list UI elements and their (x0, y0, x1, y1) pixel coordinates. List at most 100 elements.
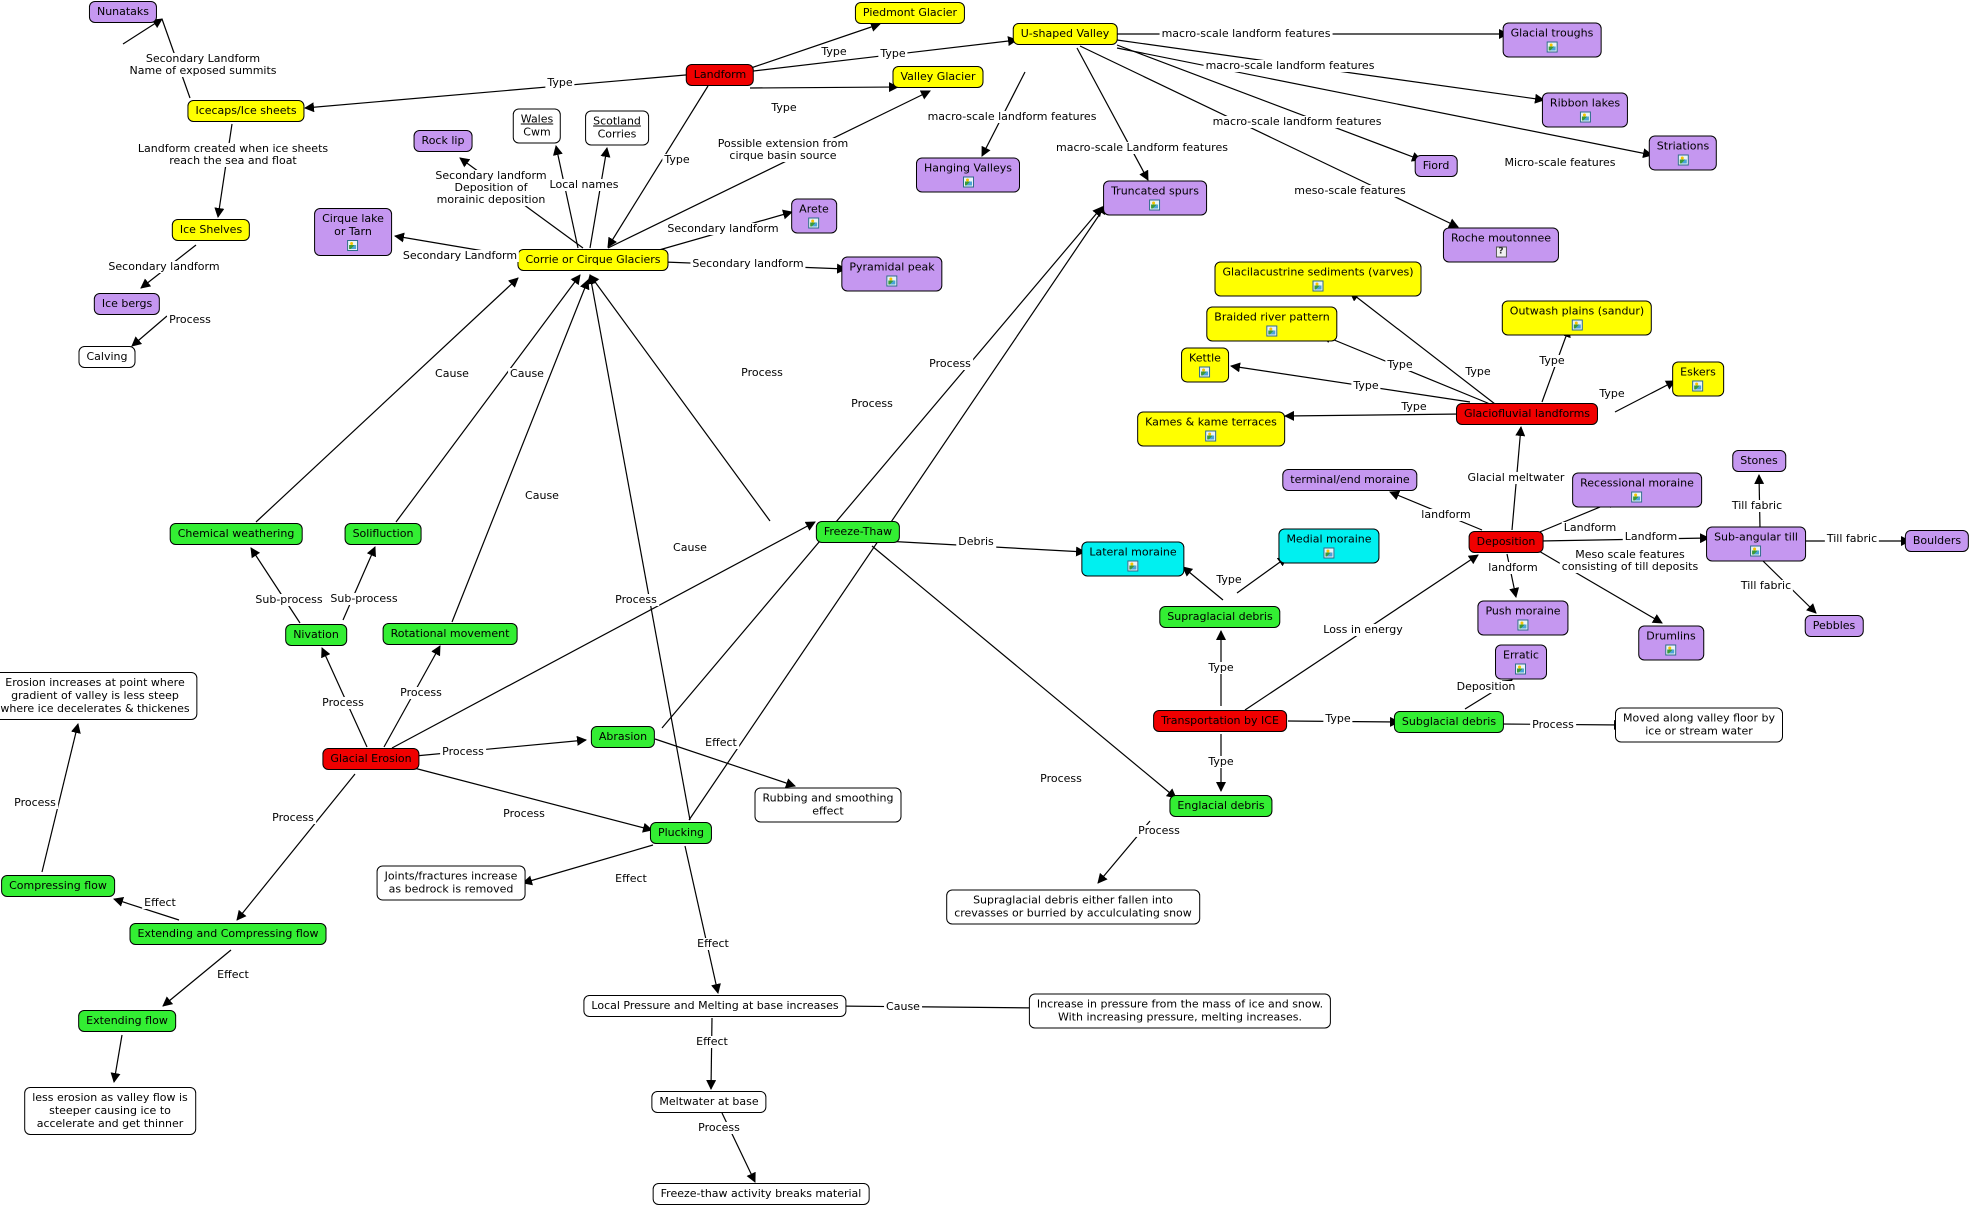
link-label: Secondary landform (665, 222, 781, 235)
link-label: Process (270, 811, 316, 824)
push-moraine-node[interactable]: Push moraine (1477, 600, 1569, 636)
rock-lip-node[interactable]: Rock lip (413, 130, 473, 152)
local-pressure-melting-node[interactable]: Local Pressure and Melting at base incre… (583, 995, 847, 1017)
abrasion-node[interactable]: Abrasion (590, 726, 656, 748)
subglacial-debris-node[interactable]: Subglacial debris (1393, 711, 1505, 733)
hanging-valleys-node[interactable]: Hanging Valleys (915, 157, 1021, 193)
landform-node[interactable]: Landform (685, 64, 755, 86)
englacial-debris-node[interactable]: Englacial debris (1169, 795, 1273, 817)
image-icon[interactable] (1127, 560, 1139, 572)
piedmont-glacier-node[interactable]: Piedmont Glacier (854, 2, 966, 24)
valley-glacier-node[interactable]: Valley Glacier (892, 66, 984, 88)
braided-river-pattern-node[interactable]: Braided river pattern (1206, 306, 1338, 342)
image-icon[interactable] (1312, 280, 1324, 292)
transportation-by-ice-node[interactable]: Transportation by ICE (1153, 710, 1287, 732)
sub-angular-till-node[interactable]: Sub-angular till (1706, 526, 1806, 562)
nunataks-node[interactable]: Nunataks (88, 1, 158, 23)
image-icon[interactable] (886, 275, 898, 287)
image-icon[interactable] (1323, 547, 1335, 559)
extending-and-compressing-flow-node[interactable]: Extending and Compressing flow (129, 923, 327, 945)
medial-moraine-node[interactable]: Medial moraine (1278, 528, 1380, 564)
link-label: Type (662, 153, 692, 166)
image-icon[interactable] (1692, 380, 1704, 392)
nivation-node[interactable]: Nivation (285, 624, 347, 646)
supraglacial-debris-node[interactable]: Supraglacial debris (1159, 606, 1281, 628)
freeze-thaw-breaks-material-node[interactable]: Freeze-thaw activity breaks material (652, 1183, 870, 1205)
image-icon[interactable] (1571, 319, 1583, 331)
image-icon[interactable] (1579, 111, 1591, 123)
ribbon-lakes-node[interactable]: Ribbon lakes (1541, 92, 1629, 128)
rotational-movement-node[interactable]: Rotational movement (382, 623, 518, 645)
pebbles-node[interactable]: Pebbles (1804, 615, 1864, 637)
chemical-weathering-node[interactable]: Chemical weathering (169, 523, 303, 545)
node-label: Nivation (293, 628, 339, 641)
node-label: Subglacial debris (1401, 715, 1497, 728)
fiord-node[interactable]: Fiord (1414, 155, 1458, 177)
image-icon[interactable] (1517, 619, 1529, 631)
extending-flow-node[interactable]: Extending flow (78, 1010, 176, 1032)
image-icon[interactable] (1515, 663, 1527, 675)
stones-node[interactable]: Stones (1732, 450, 1786, 472)
striations-node[interactable]: Striations (1648, 135, 1718, 171)
kettle-node[interactable]: Kettle (1181, 347, 1229, 383)
roche-moutonnee-node[interactable]: Roche moutonnee (1442, 227, 1560, 263)
glaciofluvial-landforms-node[interactable]: Glaciofluvial landforms (1455, 403, 1599, 425)
terminal-end-moraine-node[interactable]: terminal/end moraine (1282, 469, 1418, 491)
kames-node[interactable]: Kames & kame terraces (1137, 411, 1285, 447)
erratic-node[interactable]: Erratic (1495, 644, 1547, 680)
corrie-or-cirque-glaciers-node[interactable]: Corrie or Cirque Glaciers (517, 249, 669, 271)
image-icon[interactable] (1750, 545, 1762, 557)
image-icon[interactable] (1631, 491, 1643, 503)
icecaps-ice-sheets-node[interactable]: Icecaps/Ice sheets (187, 100, 305, 122)
image-icon[interactable] (1665, 644, 1677, 656)
node-label: Pyramidal peak (849, 260, 935, 274)
pyramidal-peak-node[interactable]: Pyramidal peak (841, 256, 943, 292)
image-icon[interactable] (1149, 199, 1161, 211)
node-label-line2: Cwm (523, 125, 551, 139)
boulders-node[interactable]: Boulders (1904, 530, 1969, 552)
ice-shelves-node[interactable]: Ice Shelves (171, 219, 251, 241)
image-icon[interactable] (1266, 325, 1278, 337)
calving-node[interactable]: Calving (78, 346, 136, 368)
drumlins-node[interactable]: Drumlins (1638, 625, 1704, 661)
image-icon[interactable] (1546, 41, 1558, 53)
node-label: Corrie or Cirque Glaciers (525, 253, 661, 266)
deposition-node[interactable]: Deposition (1468, 531, 1544, 553)
image-icon[interactable] (1677, 154, 1689, 166)
arete-node[interactable]: Arete (791, 198, 837, 234)
image-icon[interactable] (1199, 366, 1211, 378)
outwash-plains-node[interactable]: Outwash plains (sandur) (1501, 300, 1653, 336)
solifluction-node[interactable]: Solifluction (344, 523, 422, 545)
plucking-node[interactable]: Plucking (649, 822, 713, 844)
glacial-troughs-node[interactable]: Glacial troughs (1502, 22, 1602, 58)
truncated-spurs-node[interactable]: Truncated spurs (1103, 180, 1207, 216)
question-icon[interactable] (1495, 246, 1507, 258)
u-shaped-valley-node[interactable]: U-shaped Valley (1012, 23, 1118, 45)
compressing-flow-node[interactable]: Compressing flow (1, 875, 115, 897)
image-icon[interactable] (962, 176, 974, 188)
ice-bergs-node[interactable]: Ice bergs (93, 293, 161, 315)
image-icon[interactable] (808, 217, 820, 229)
image-icon[interactable] (347, 240, 359, 251)
glacial-erosion-node[interactable]: Glacial Erosion (322, 748, 420, 770)
eskers-node[interactable]: Eskers (1672, 361, 1724, 397)
node-label: Stones (1740, 454, 1778, 467)
freeze-thaw-node[interactable]: Freeze-Thaw (815, 521, 901, 543)
lateral-moraine-node[interactable]: Lateral moraine (1081, 541, 1185, 577)
image-icon[interactable] (1205, 430, 1217, 442)
link-label: Type (1323, 712, 1353, 725)
increase-in-pressure-node[interactable]: Increase in pressure from the mass of ic… (1028, 993, 1332, 1029)
recessional-moraine-node[interactable]: Recessional moraine (1572, 472, 1702, 508)
connector-line (214, 123, 233, 218)
glacilacustrine-sediments-node[interactable]: Glacilacustrine sediments (varves) (1214, 261, 1422, 297)
meltwater-at-base-node[interactable]: Meltwater at base (651, 1091, 767, 1113)
